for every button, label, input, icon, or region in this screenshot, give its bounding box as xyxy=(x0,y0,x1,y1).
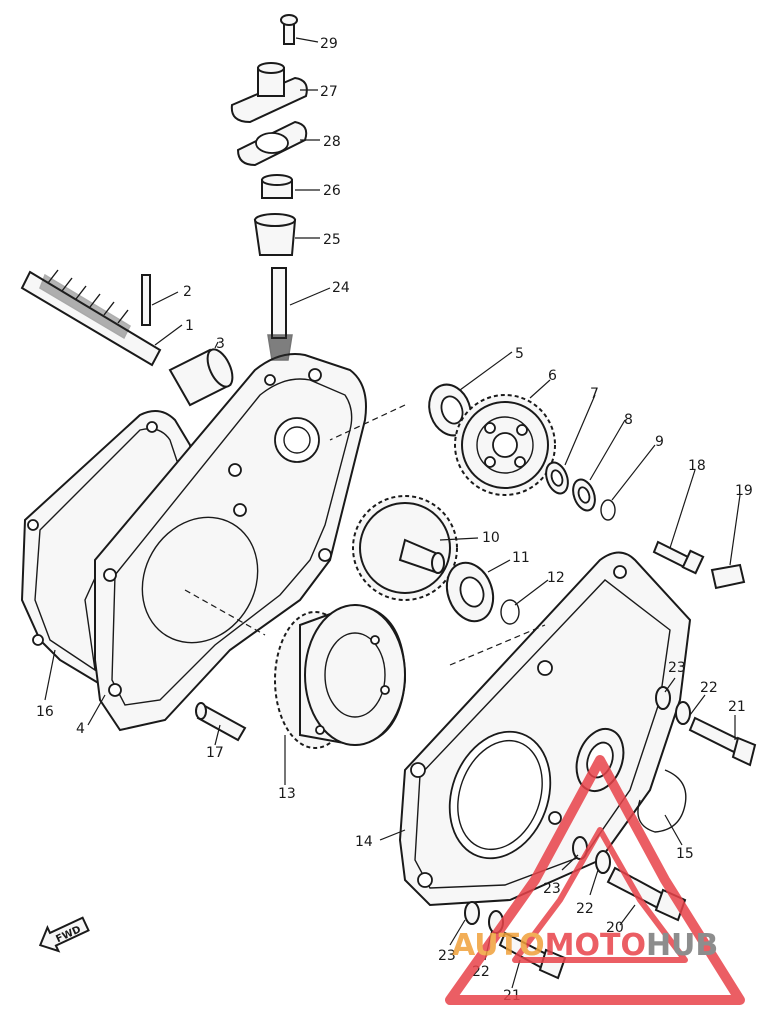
bearing-11 xyxy=(445,561,495,623)
callout-9: 9 xyxy=(655,434,664,450)
alignment-lines xyxy=(184,404,546,666)
callout-29: 29 xyxy=(320,36,338,52)
callout-28: 28 xyxy=(323,134,341,150)
pin-2 xyxy=(141,274,151,326)
callout-7: 7 xyxy=(590,386,599,402)
callout-23-upper: 23 xyxy=(668,660,686,676)
callout-6: 6 xyxy=(548,368,557,384)
cover-4 xyxy=(94,353,367,732)
leader-lines xyxy=(44,37,741,989)
callout-12: 12 xyxy=(547,570,565,586)
watermark-part1: AUTO xyxy=(452,928,545,963)
watermark-inner-triangle-icon xyxy=(512,827,688,963)
gear-6 xyxy=(454,394,556,496)
callout-25: 25 xyxy=(323,232,341,248)
callout-8: 8 xyxy=(624,412,633,428)
callout-24: 24 xyxy=(332,280,350,296)
washer-22-mid xyxy=(595,850,611,874)
callout-23-mid: 23 xyxy=(543,881,561,897)
callout-23-lower: 23 xyxy=(438,948,456,964)
callout-15: 15 xyxy=(676,846,694,862)
washer-23-upper xyxy=(655,686,671,710)
callout-4: 4 xyxy=(76,721,85,737)
gasket-28 xyxy=(236,120,308,167)
clip-9 xyxy=(600,499,616,521)
callout-20: 20 xyxy=(606,920,624,936)
callout-10: 10 xyxy=(482,530,500,546)
washer-23-lower xyxy=(464,901,480,925)
collar-3 xyxy=(168,348,234,407)
callout-11: 11 xyxy=(512,550,530,566)
watermark-logo: AUTOMOTOHUB xyxy=(445,755,745,1005)
callout-2: 2 xyxy=(183,284,192,300)
drive-gear-24 xyxy=(267,267,293,361)
washer-7-hole xyxy=(550,469,564,487)
callout-18: 18 xyxy=(688,458,706,474)
callout-27: 27 xyxy=(320,84,338,100)
watermark-part3: HUB xyxy=(646,928,718,963)
clutch-housing-13 xyxy=(274,603,407,749)
callout-17: 17 xyxy=(206,745,224,761)
seal-26 xyxy=(261,174,293,199)
watermark-triangle-icon xyxy=(445,755,745,1005)
watermark-text: AUTOMOTOHUB xyxy=(452,928,718,963)
seal-15 xyxy=(637,769,687,833)
gear-10 xyxy=(352,495,458,601)
callout-1: 1 xyxy=(185,318,194,334)
washer-22-upper xyxy=(675,701,691,725)
callout-16: 16 xyxy=(36,704,54,720)
clip-12 xyxy=(500,599,520,625)
outer-cover-14 xyxy=(398,551,692,907)
callout-22-mid: 22 xyxy=(576,901,594,917)
callout-14: 14 xyxy=(355,834,373,850)
dowel-17 xyxy=(195,702,247,742)
callout-5: 5 xyxy=(515,346,524,362)
callout-22-upper: 22 xyxy=(700,680,718,696)
flange-27 xyxy=(230,62,308,124)
callout-19: 19 xyxy=(735,483,753,499)
watermark-part2: MOTO xyxy=(545,928,646,963)
bushing-25 xyxy=(253,213,297,256)
fwd-arrow: FWD xyxy=(38,916,90,953)
callout-13: 13 xyxy=(278,786,296,802)
callout-3: 3 xyxy=(216,336,225,352)
bolt-21-upper xyxy=(688,716,757,767)
washer-8-hole xyxy=(577,486,591,504)
worm-shaft-1 xyxy=(20,269,162,367)
bolt-19 xyxy=(710,563,746,590)
screw-29 xyxy=(280,14,298,45)
callout-26: 26 xyxy=(323,183,341,199)
bolt-18 xyxy=(652,540,705,575)
callout-21-upper: 21 xyxy=(728,699,746,715)
